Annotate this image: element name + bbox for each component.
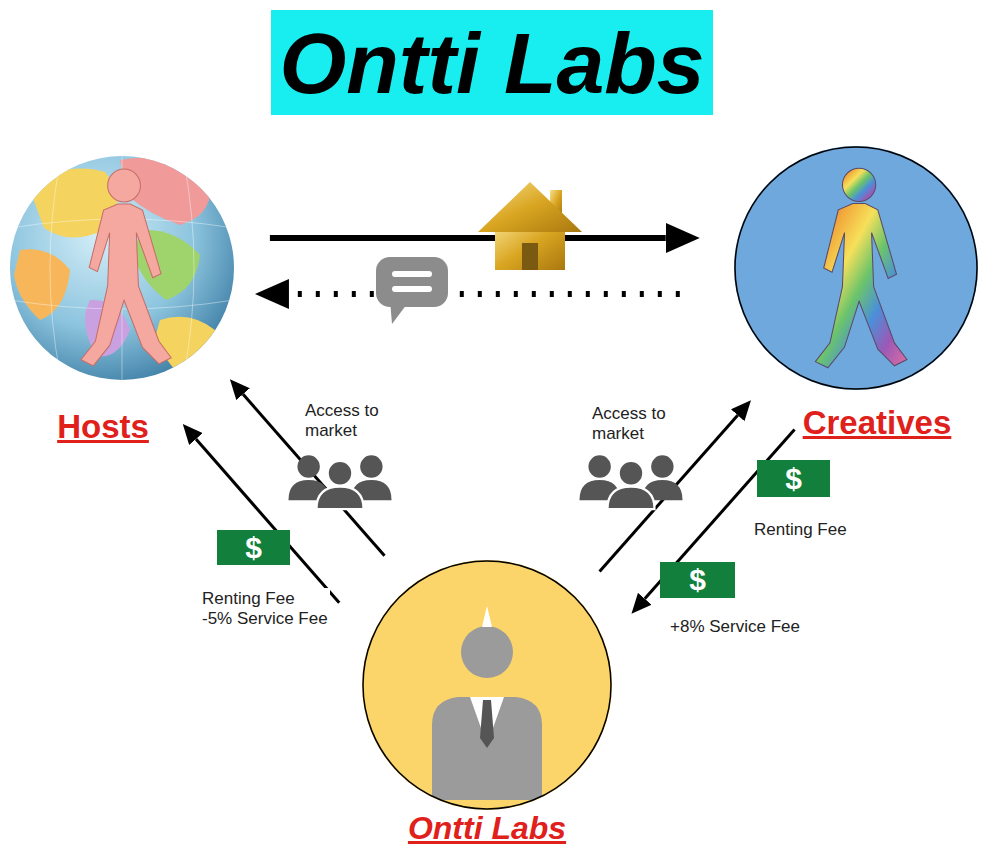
edge-label-holder: Access to market	[303, 400, 407, 443]
host-figure	[81, 169, 171, 366]
edge-label: Renting Fee -5% Service Fee	[200, 588, 330, 631]
house-icon	[478, 182, 582, 270]
node-label-holder: Ontti Labs	[408, 812, 566, 844]
globe-ocean	[10, 156, 234, 380]
edge-label-holder: Renting Fee	[752, 519, 849, 541]
house-roof	[478, 182, 582, 232]
circle-border	[363, 561, 611, 809]
circle-outline	[362, 560, 612, 810]
circle-node: Hosts	[10, 156, 234, 380]
ontti-fill	[362, 560, 612, 810]
dotted-arrow	[289, 291, 680, 297]
circle-outline	[10, 156, 234, 380]
node-label-holder: Hosts	[57, 410, 149, 443]
fee-label: +8% Service Fee	[668, 616, 802, 638]
bubble-line	[392, 286, 432, 292]
node-label: Hosts	[57, 410, 149, 443]
circle-border	[11, 157, 233, 379]
money-bill	[217, 530, 290, 565]
house-door	[522, 243, 538, 270]
arrow-connector	[645, 429, 795, 598]
edge-label: Renting Fee	[752, 519, 849, 541]
dollar-holder: $	[785, 464, 802, 494]
head-spike	[482, 606, 492, 627]
edge-label: Access to market	[590, 403, 694, 446]
bubble-tail	[390, 300, 410, 324]
globe-grid	[10, 156, 234, 380]
circle-border	[735, 147, 977, 389]
title-banner: Ontti Labs	[271, 10, 712, 115]
people-icon	[288, 455, 391, 509]
dollar-sign: $	[785, 464, 802, 494]
dollar-holder: $	[245, 533, 262, 563]
circle-node: Ontti Labs	[362, 560, 612, 810]
money-bill	[660, 562, 735, 598]
title-text: Ontti Labs	[279, 20, 704, 106]
dollar-sign: $	[245, 533, 262, 563]
land-patch	[14, 249, 70, 320]
bubble	[376, 257, 448, 307]
tie	[480, 700, 494, 748]
node-label: Ontti Labs	[408, 812, 566, 844]
people-icon	[579, 455, 682, 509]
edge-label-holder: Access to market	[590, 403, 694, 446]
globe-land	[10, 156, 234, 380]
bubble-line	[392, 271, 432, 277]
node-label: Creatives	[803, 406, 952, 439]
circle-outline	[734, 146, 978, 390]
money-bill	[757, 460, 830, 497]
creatives-circle	[734, 146, 978, 390]
land-patch	[156, 317, 215, 370]
head	[461, 626, 513, 678]
suit	[432, 697, 542, 800]
edge-label: Access to market	[303, 400, 407, 443]
speech-bubble-icon	[376, 257, 448, 324]
dollar-holder: $	[689, 565, 706, 595]
circle-node: Creatives	[734, 146, 978, 390]
edge-label-holder: Renting Fee -5% Service Fee	[200, 588, 330, 631]
businessman-figure	[432, 606, 542, 800]
globe	[10, 156, 234, 380]
creatives-fill	[734, 146, 978, 390]
dollar-sign: $	[689, 565, 706, 595]
ontti-circle	[362, 560, 612, 810]
note-holder: +8% Service Fee	[668, 616, 802, 638]
arrow-connector	[270, 235, 666, 241]
creative-figure	[815, 168, 907, 368]
node-label-holder: Creatives	[803, 406, 952, 439]
